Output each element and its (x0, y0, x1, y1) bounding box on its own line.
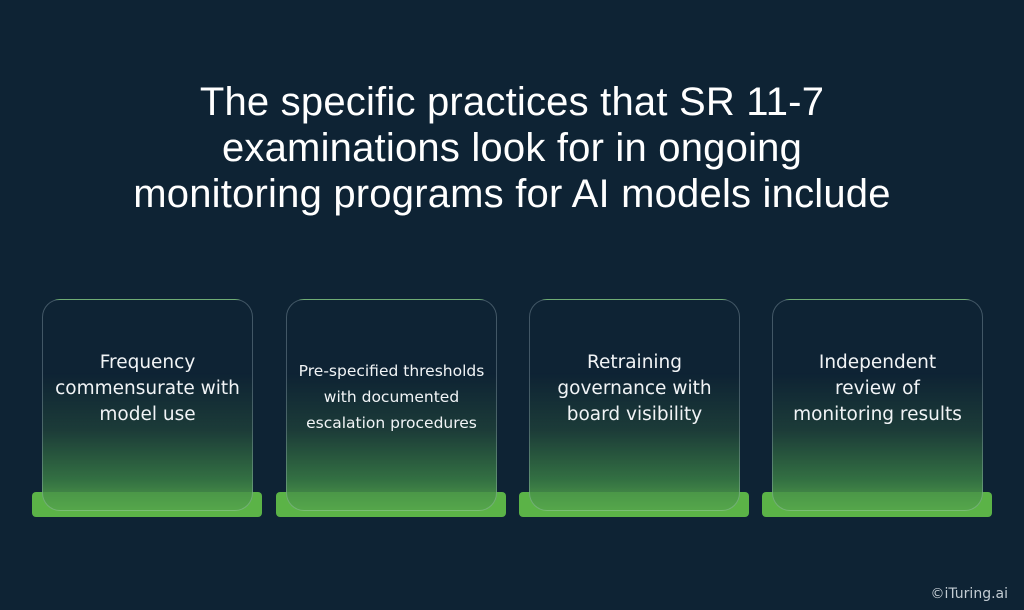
card-text: Retraining governance with board visibil… (557, 352, 712, 425)
card-text: Frequency commensurate with model use (55, 352, 240, 425)
page-title: The specific practices that SR 11-7 exam… (0, 79, 1024, 217)
title-line: The specific practices that SR 11-7 (199, 79, 825, 124)
title-line: examinations look for in ongoing (221, 125, 803, 170)
card-panel: Frequency commensurate with model use (42, 299, 253, 511)
card-text: Independent review of monitoring results (793, 352, 962, 425)
card-text: Pre-specified thresholds with documented… (298, 362, 485, 432)
card-panel: Pre-specified thresholds with documented… (286, 299, 497, 511)
card-panel: Retraining governance with board visibil… (529, 299, 740, 511)
practice-card-thresholds: Pre-specified thresholds with documented… (276, 299, 506, 518)
copyright-credit: ©iTuring.ai (930, 586, 1008, 602)
practice-card-independent-review: Independent review of monitoring results (762, 299, 992, 518)
practice-card-frequency: Frequency commensurate with model use (32, 299, 262, 518)
card-panel: Independent review of monitoring results (772, 299, 983, 511)
practice-card-retraining: Retraining governance with board visibil… (519, 299, 749, 518)
title-line: monitoring programs for AI models includ… (133, 171, 891, 216)
